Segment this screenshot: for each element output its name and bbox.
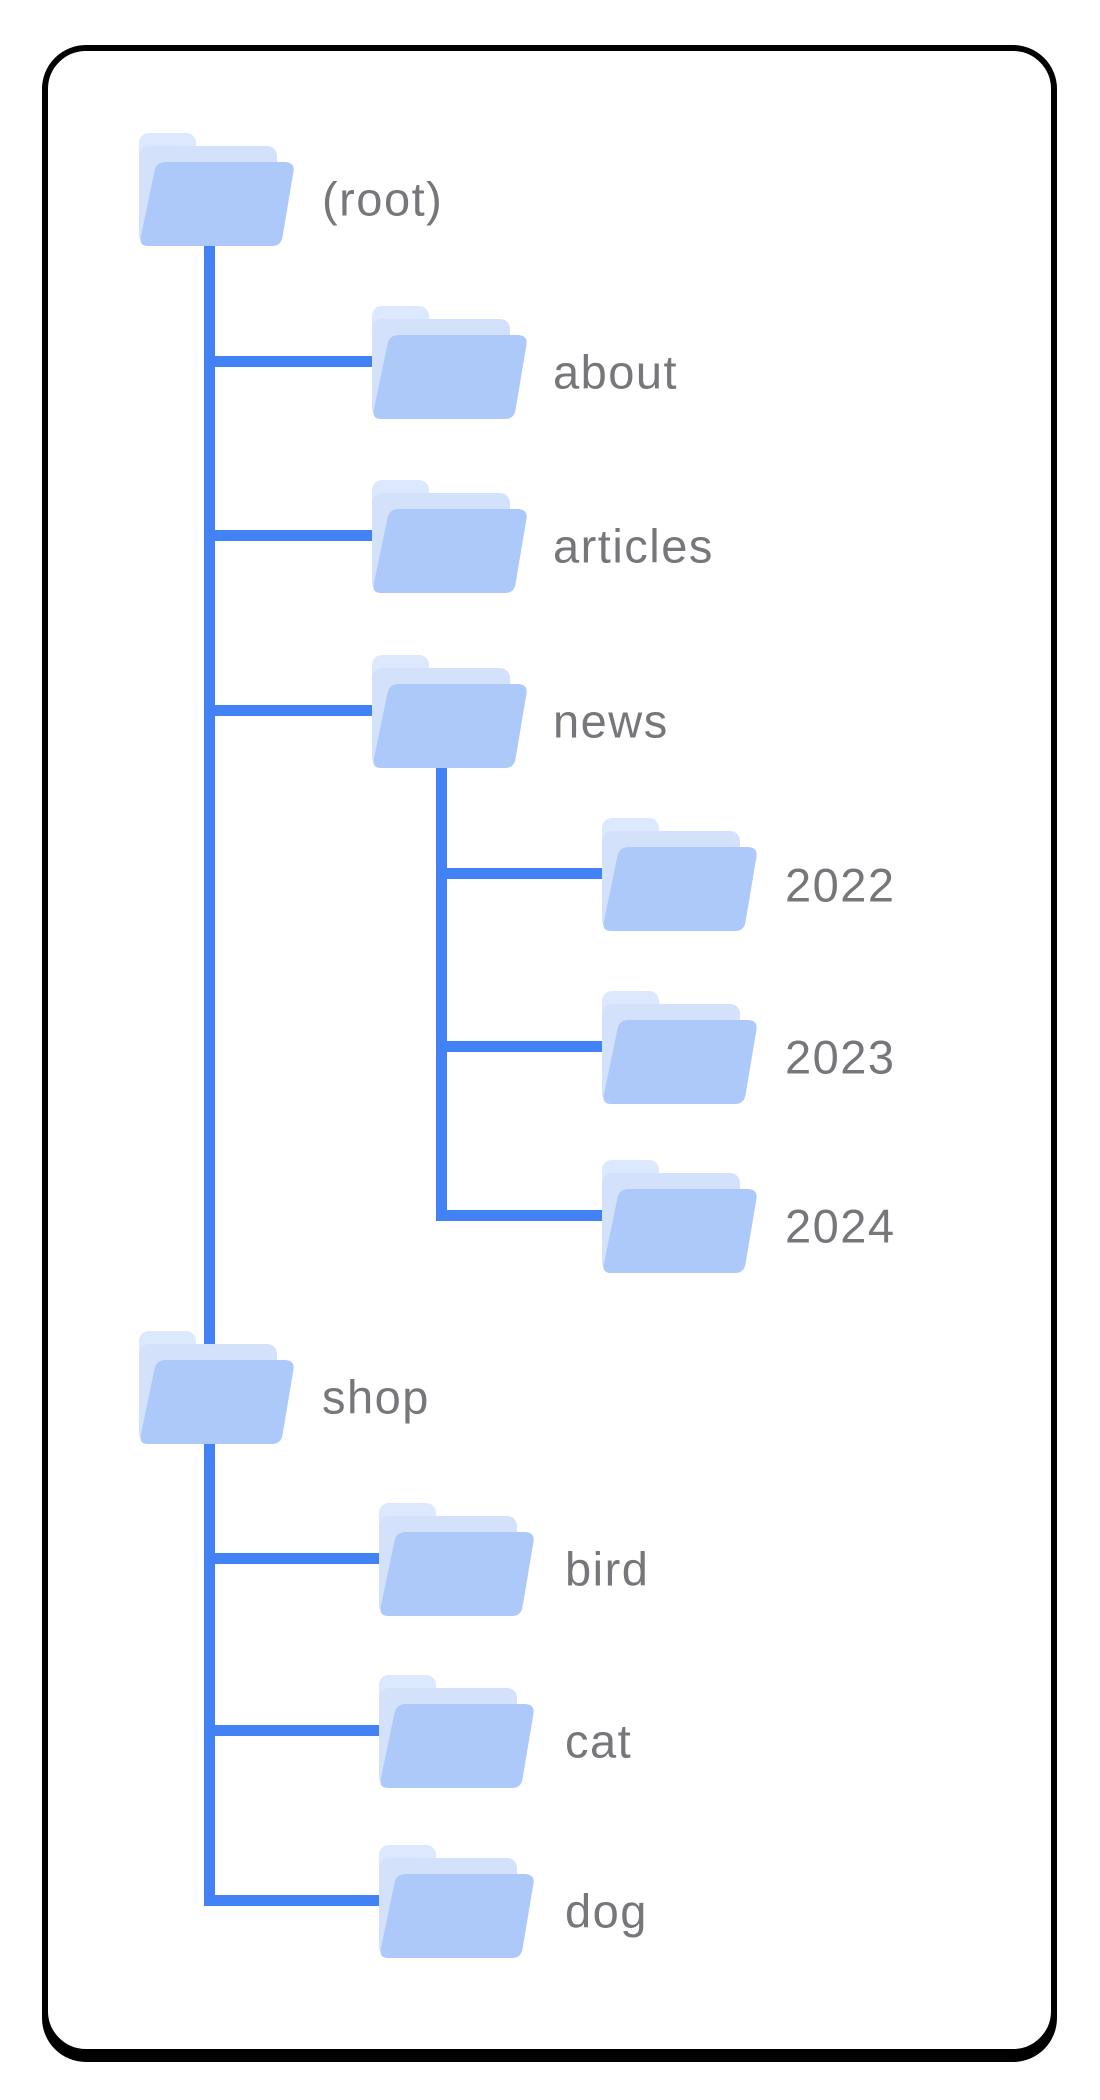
node-label-articles: articles [553,519,714,573]
node-label-cat: cat [565,1714,633,1768]
node-label-news: news [553,694,669,748]
node-label-bird: bird [565,1542,650,1596]
folder-icon-2022 [602,818,760,932]
folder-icon-cat [379,1675,537,1789]
connector-news-to-2024 [436,1210,602,1221]
folder-icon-news [372,655,530,769]
folder-icon-2023 [602,991,760,1105]
folder-icon-root [139,133,297,247]
node-label-dog: dog [565,1884,648,1938]
connector-shop-to-dog [204,1895,379,1906]
connector-shop-to-bird [204,1553,379,1564]
folder-icon-articles [372,480,530,594]
node-label-about: about [553,345,679,399]
connector-shop-to-cat [204,1725,379,1736]
folder-icon-dog [379,1845,537,1959]
folder-icon-shop [139,1331,297,1445]
connector-news-to-2022 [436,868,602,879]
node-label-2023: 2023 [785,1030,896,1084]
connector-root-to-articles [204,530,372,541]
connector-root-to-about [204,356,372,367]
connector-root-vertical [204,246,215,1906]
folder-icon-about [372,306,530,420]
node-label-2022: 2022 [785,858,896,912]
connector-news-to-2023 [436,1041,602,1052]
folder-icon-bird [379,1503,537,1617]
folder-icon-2024 [602,1160,760,1274]
connector-root-to-news [204,705,372,716]
node-label-2024: 2024 [785,1199,896,1253]
node-label-shop: shop [322,1370,430,1424]
connector-news-vertical [436,768,447,1221]
node-label-root: (root) [322,172,444,226]
